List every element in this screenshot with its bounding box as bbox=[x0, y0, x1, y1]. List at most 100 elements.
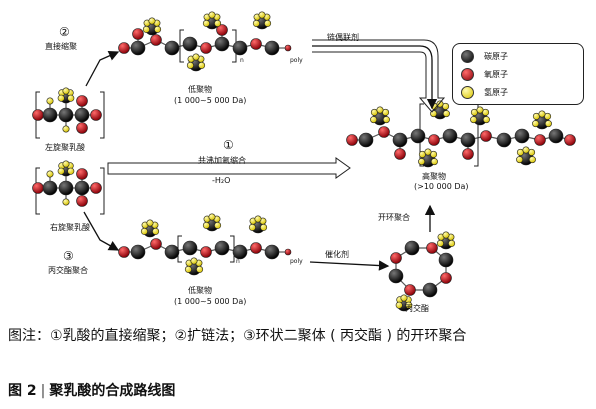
hydrogen-atom bbox=[214, 19, 222, 27]
atom-legend: 碳原子 氧原子 氢原子 bbox=[452, 43, 584, 105]
hydrogen-atom bbox=[442, 110, 450, 118]
hydrogen-atom bbox=[57, 94, 65, 102]
hydrogen-atom bbox=[254, 215, 262, 223]
oxygen-atom bbox=[404, 284, 416, 296]
carbon-atom bbox=[514, 128, 530, 144]
oxygen-atom bbox=[200, 246, 212, 258]
hydrogen-atom bbox=[46, 97, 54, 105]
route1-number: ① bbox=[223, 138, 234, 152]
carbon-atom bbox=[58, 107, 74, 123]
arrow-route3 bbox=[83, 211, 120, 251]
oxygen-atom bbox=[90, 109, 102, 121]
route3-number: ③ bbox=[63, 249, 74, 263]
hydrogen-atom bbox=[260, 223, 268, 231]
carbon-atom bbox=[496, 132, 512, 148]
carbon-atom bbox=[264, 40, 280, 56]
carbon-atom bbox=[58, 180, 74, 196]
hydrogen-atom bbox=[57, 167, 65, 175]
synthesis-diagram bbox=[32, 11, 576, 312]
hydrogen-atom bbox=[532, 120, 540, 128]
hydrogen-atom bbox=[400, 294, 408, 302]
hydrogen-atom bbox=[192, 53, 200, 61]
polymer-label: 高聚物 bbox=[422, 172, 446, 181]
legend-hydrogen-label: 氢原子 bbox=[484, 88, 508, 97]
carbon-atom bbox=[164, 40, 180, 56]
oxygen-atom bbox=[346, 134, 358, 146]
oxygen-atom bbox=[390, 252, 402, 264]
caption-label: 图 2 bbox=[8, 383, 37, 399]
legend-carbon-label: 碳原子 bbox=[484, 52, 508, 61]
hydrogen-atom bbox=[202, 221, 210, 229]
carbon-atom bbox=[182, 36, 198, 52]
hydrogen-atom bbox=[152, 227, 160, 235]
hydrogen-atom bbox=[405, 301, 413, 309]
oxygen-atom bbox=[76, 195, 88, 207]
carbon-atom bbox=[442, 128, 458, 144]
carbon-atom bbox=[404, 240, 420, 256]
hydrogen-atom bbox=[516, 156, 524, 164]
route1-arrow-outline bbox=[107, 157, 351, 179]
carbon-atom bbox=[130, 40, 146, 56]
oxygen-atom bbox=[132, 28, 144, 40]
oxygen-atom bbox=[90, 182, 102, 194]
oxygen-atom bbox=[76, 122, 88, 134]
carbon-atom bbox=[548, 128, 564, 144]
carbon-atom bbox=[74, 107, 90, 123]
hydrogen-atom bbox=[146, 219, 154, 227]
carbon-atom bbox=[74, 180, 90, 196]
hydrogen-atom bbox=[184, 265, 192, 273]
chain-coupling-arrow-outline bbox=[312, 39, 446, 113]
top-oligomer-label: 低聚物 bbox=[188, 85, 212, 94]
carbon-atom bbox=[422, 282, 438, 298]
hydrogen-atom bbox=[382, 116, 390, 124]
oxygen-atom bbox=[428, 134, 440, 146]
oxygen-atom bbox=[76, 95, 88, 107]
oxygen-atom bbox=[250, 242, 262, 254]
bottom-oligomer-label: 低聚物 bbox=[188, 286, 212, 295]
left-lactic-label: 左旋聚乳酸 bbox=[45, 143, 85, 152]
oxygen-atom bbox=[534, 134, 546, 146]
hydrogen-atom bbox=[436, 239, 444, 247]
oxygen-atom bbox=[284, 248, 292, 256]
figure-note: 图注：①乳酸的直接缩聚；②扩链法；③环状二聚体 ( 丙交酯 ) 的开环聚合 bbox=[8, 328, 467, 344]
oxygen-atom bbox=[426, 242, 438, 254]
hydrogen-atom bbox=[376, 106, 384, 114]
carbon-atom bbox=[264, 244, 280, 260]
hydrogen-atom bbox=[442, 231, 450, 239]
polymer-mw: (>10 000 Da) bbox=[414, 182, 469, 191]
ring-opening-label: 开环聚合 bbox=[378, 213, 410, 222]
catalyst-label: 催化剂 bbox=[325, 250, 349, 259]
oxygen-atom bbox=[440, 272, 452, 284]
arrow-route2 bbox=[85, 50, 120, 87]
hydrogen-atom bbox=[264, 19, 272, 27]
oxygen-atom bbox=[150, 238, 162, 250]
hydrogen-atom bbox=[62, 160, 70, 168]
carbon-atom bbox=[438, 252, 454, 268]
carbon-atom bbox=[358, 132, 374, 148]
hydrogen-atom bbox=[470, 116, 478, 124]
oxygen-atom bbox=[118, 246, 130, 258]
hydrogen-atom bbox=[148, 17, 156, 25]
bottom-oligomer-mw: (1 000~5 000 Da) bbox=[174, 297, 247, 306]
caption-title: 聚乳酸的合成路线图 bbox=[49, 383, 176, 399]
hydrogen-atom bbox=[62, 87, 70, 95]
n-top-label: n bbox=[240, 57, 244, 64]
carbon-atom bbox=[42, 180, 58, 196]
carbon-atom bbox=[392, 132, 408, 148]
figure-caption: 图 2|聚乳酸的合成路线图 bbox=[8, 382, 175, 400]
top-oligomer-mw: (1 000~5 000 Da) bbox=[174, 96, 247, 105]
hydrogen-atom bbox=[544, 120, 552, 128]
oxygen-atom bbox=[480, 130, 492, 142]
carbon-atom bbox=[460, 132, 476, 148]
caption-separator: | bbox=[40, 383, 46, 399]
route3-label: 丙交酯聚合 bbox=[48, 266, 88, 275]
hydrogen-atom bbox=[214, 221, 222, 229]
route2-label: 直接缩聚 bbox=[45, 42, 77, 51]
carbon-atom bbox=[388, 268, 404, 284]
n-bottom-label: n bbox=[236, 258, 240, 265]
poly-top-label: poly bbox=[290, 57, 303, 64]
oxygen-atom-icon bbox=[461, 68, 474, 81]
hydrogen-atom bbox=[522, 146, 530, 154]
route1-label: 共沸加氩缩合 bbox=[198, 156, 246, 165]
